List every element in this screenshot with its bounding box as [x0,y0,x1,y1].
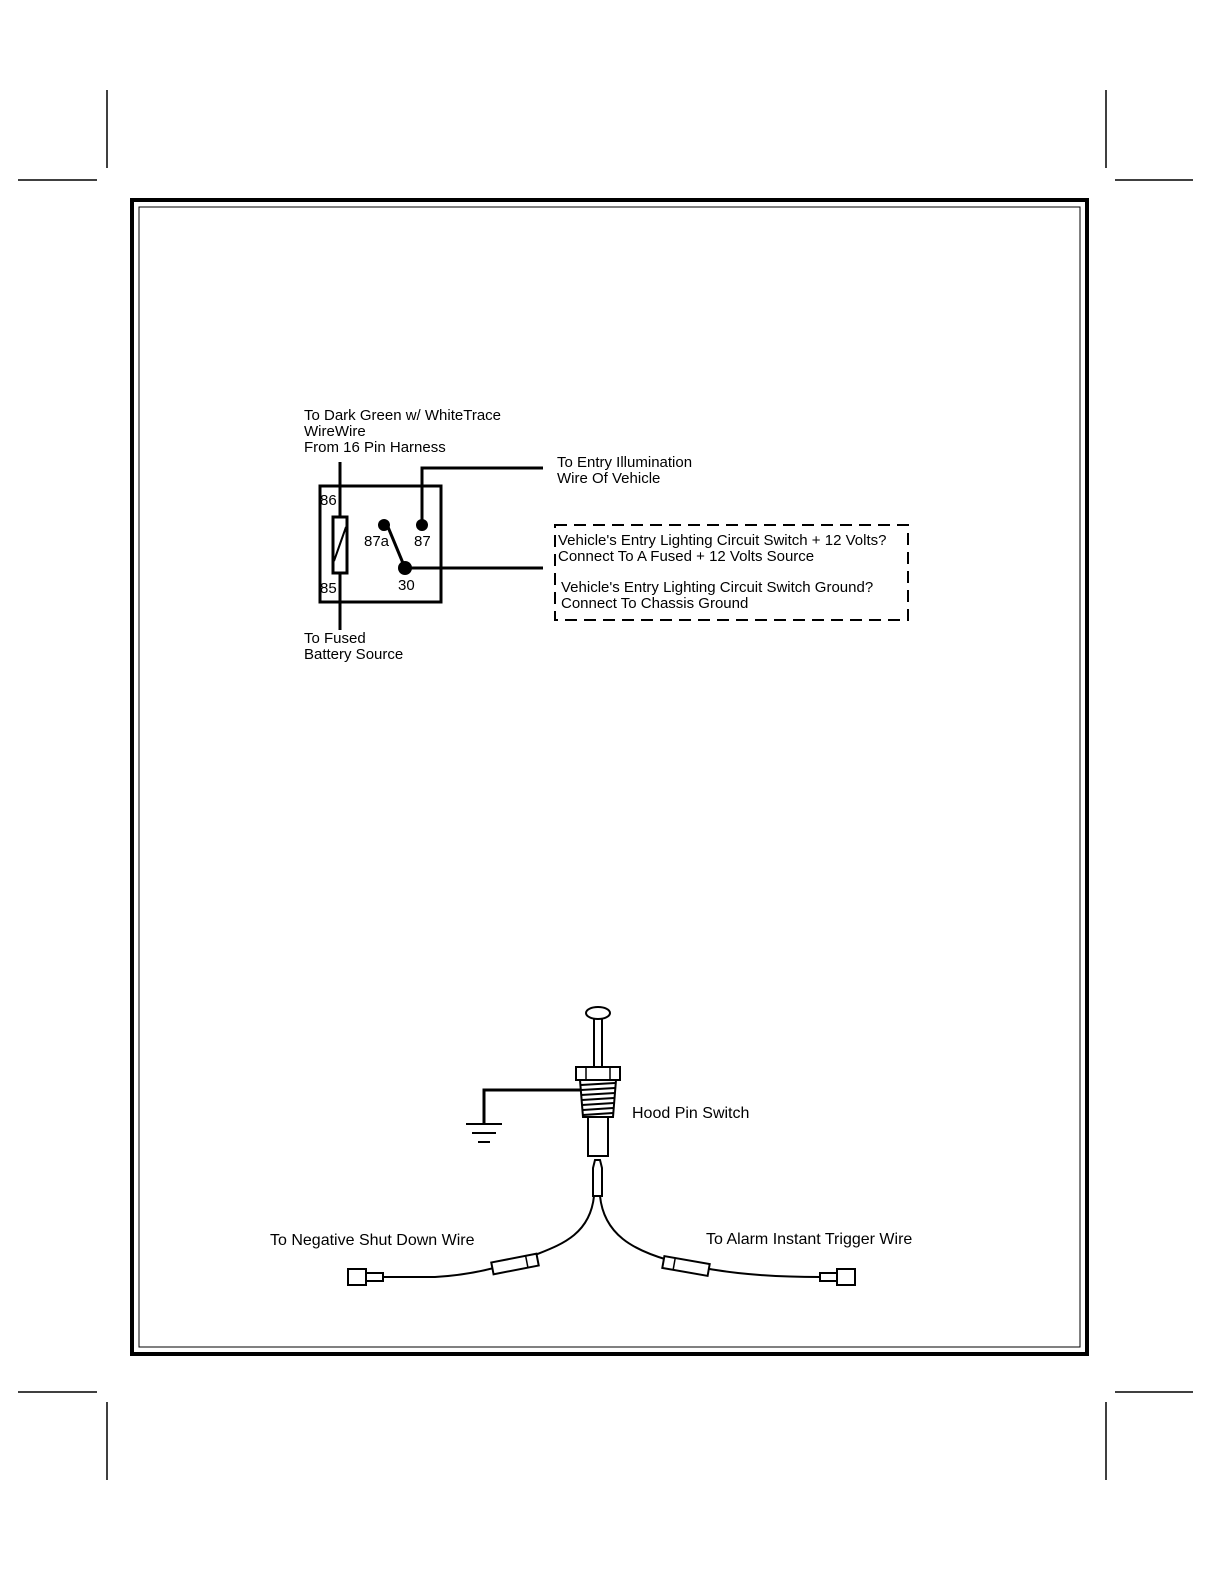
wire-87-output [420,466,543,525]
coil-bottom-line-1: To Fused [304,630,366,647]
pin-87-label: 87 [414,533,431,550]
outer-frame [130,198,1089,1356]
inner-frame [138,206,1081,1348]
note-box [554,524,909,621]
switch-arm [386,526,407,569]
right-end-connector [819,1268,856,1286]
right-wire-label: To Alarm Instant Trigger Wire [706,1231,912,1248]
switch-nut [575,1066,621,1081]
output-line-2: Wire Of Vehicle [557,470,660,487]
ground-symbol [466,1123,502,1143]
note-line-3: Vehicle's Entry Lighting Circuit Switch … [561,579,873,596]
coil-top-label: To Dark Green w/ WhiteTrace WireWire Fro… [304,407,505,456]
note-line-4: Connect To Chassis Ground [561,595,748,612]
hood-pin-diagram: Hood Pin Switch To Negative Shut Down Wi… [270,1006,912,1286]
pin-85-label: 85 [320,580,337,597]
coil-top-line-1: To Dark Green w/ WhiteTrace [304,407,501,424]
switch-lower-body [587,1116,609,1157]
left-wire-label: To Negative Shut Down Wire [270,1232,475,1249]
coil-top-line-2: WireWire [304,423,366,440]
left-inline-splice [490,1252,540,1276]
output-line-1: To Entry Illumination [557,454,692,471]
coil-diagonal [333,526,347,562]
coil-bottom-label: To Fused Battery Source [304,630,403,663]
pin-87a-label: 87a [364,533,390,550]
relay-diagram: To Dark Green w/ WhiteTrace WireWire Fro… [304,407,909,663]
left-end-connector [347,1268,384,1286]
plunger-cap [585,1006,611,1020]
relay-body [318,484,443,604]
pin-86-label: 86 [320,492,337,509]
ground-wire [482,1088,580,1124]
coil-top-line-3: From 16 Pin Harness [304,439,446,456]
switch-connector [592,1159,603,1197]
coil-bottom-line-2: Battery Source [304,646,403,663]
right-inline-splice [661,1254,711,1278]
pin-30-label: 30 [398,577,415,594]
note-line-2: Connect To A Fused + 12 Volts Source [558,548,814,565]
note-text: Vehicle's Entry Lighting Circuit Switch … [558,532,891,612]
crop-marks [18,90,1193,1480]
output-label: To Entry Illumination Wire Of Vehicle [557,454,696,487]
note-line-1: Vehicle's Entry Lighting Circuit Switch … [558,532,886,549]
hood-pin-switch-label: Hood Pin Switch [632,1105,749,1122]
